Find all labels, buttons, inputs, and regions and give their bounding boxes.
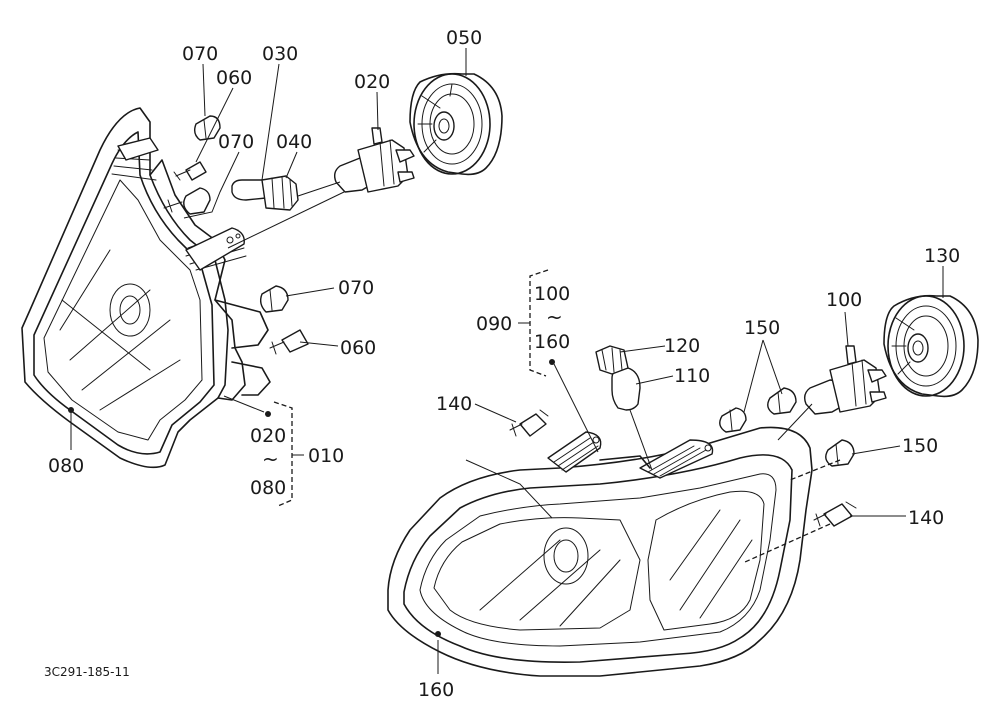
group-right-from: 100 [534,283,570,305]
right-screw-140-right [813,501,857,527]
left-screw-060-top [173,161,207,181]
callout-100-right: 100 [826,289,862,311]
group-left-assembly: 010 [308,445,344,467]
callout-040: 040 [276,131,312,153]
callout-150-top: 150 [744,317,780,339]
left-halogen-bulb-020 [333,127,415,193]
right-headlight-housing [387,426,813,677]
callout-140-right: 140 [908,507,944,529]
callout-050: 050 [446,27,482,49]
left-reflector-050 [409,72,503,176]
right-clip-150-a [719,407,747,433]
left-clip-070-mid [163,187,211,215]
callout-labels: 070 060 030 050 020 070 040 070 060 080 … [44,27,960,701]
group-left-to: 080 [250,477,286,499]
group-bracket-left [265,401,304,507]
left-clip-070-top [193,115,221,141]
callout-020: 020 [354,71,390,93]
group-right-assembly: 090 [476,313,512,335]
callout-060-right: 060 [340,337,376,359]
dot-080 [68,407,74,413]
right-position-bulb-110 [595,345,641,411]
callout-110: 110 [674,365,710,387]
right-screw-140-left [509,409,549,437]
group-left-tilde: ~ [262,447,279,471]
callout-160: 160 [418,679,454,701]
dot-160 [435,631,441,637]
callout-140-left: 140 [436,393,472,415]
callout-070-top: 070 [182,43,218,65]
callout-030: 030 [262,43,298,65]
callout-070-mid: 070 [218,131,254,153]
group-bracket-right [518,269,555,377]
right-halogen-bulb-100 [803,345,887,415]
left-position-bulb-030 [231,175,299,211]
right-clip-150-b [767,387,797,415]
callout-080: 080 [48,455,84,477]
callout-070-right: 070 [338,277,374,299]
left-headlight-housing [21,107,271,469]
group-right-tilde: ~ [546,305,563,329]
right-clip-150-c [825,439,855,467]
right-reflector-130 [883,294,979,398]
left-clip-070-right [259,285,289,313]
group-right-to: 160 [534,331,570,353]
left-screw-060-right [269,329,309,355]
leader-lines [70,48,944,674]
callout-120: 120 [664,335,700,357]
callout-150-right: 150 [902,435,938,457]
callout-130: 130 [924,245,960,267]
group-left-from: 020 [250,425,286,447]
callout-060-top: 060 [216,67,252,89]
drawing-code: 3C291-185-11 [44,665,130,679]
